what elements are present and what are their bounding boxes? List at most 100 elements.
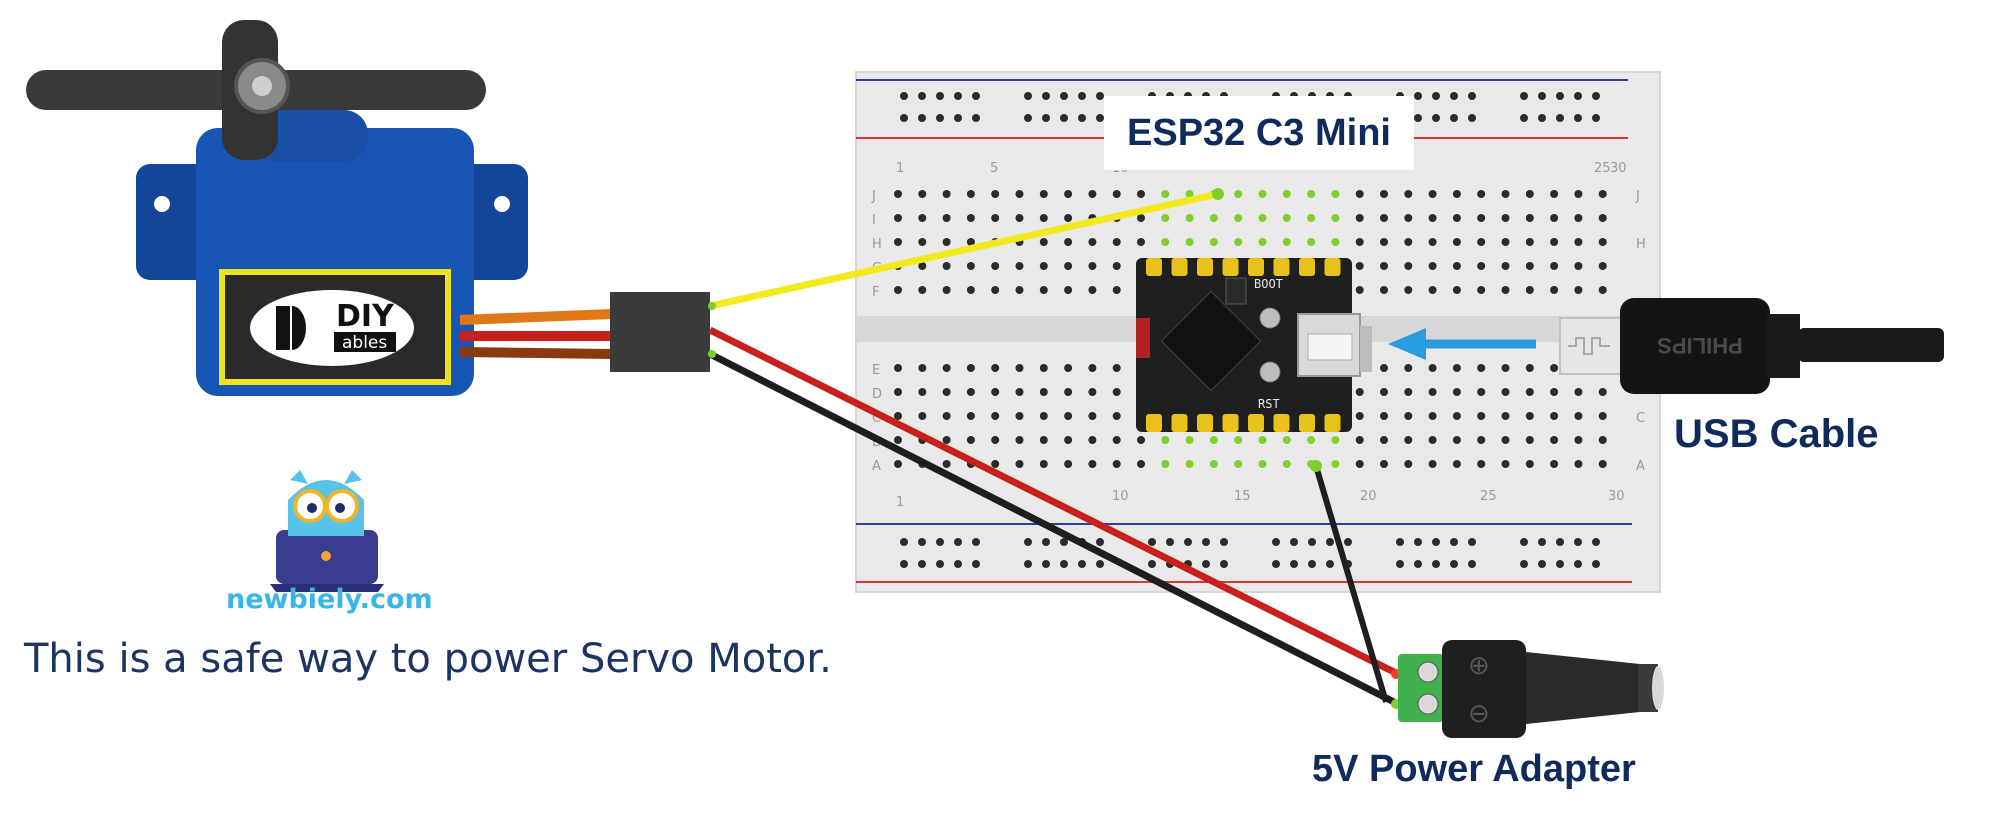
breadboard-hole [1525, 262, 1534, 270]
servo-motor: DIY ables [26, 20, 528, 396]
breadboard-hole [894, 436, 902, 444]
breadboard-hole [1234, 460, 1243, 468]
breadboard-hole [1331, 214, 1340, 222]
breadboard-hole [1592, 92, 1600, 100]
breadboard-hole [1078, 92, 1086, 100]
breadboard-hole [1355, 286, 1364, 294]
breadboard-hole [1234, 214, 1243, 222]
row-letter-j-right: J [1635, 189, 1640, 204]
breadboard-hole [1024, 560, 1032, 568]
breadboard-hole [1450, 92, 1458, 100]
breadboard-hole [1039, 238, 1048, 246]
breadboard-hole [972, 114, 980, 122]
breadboard-hole [1380, 388, 1388, 396]
breadboard-hole [1550, 364, 1559, 372]
usb-cable: PHILIPS [1559, 298, 1944, 394]
breadboard-hole [991, 388, 1000, 396]
breadboard-hole [894, 286, 902, 294]
breadboard-hole [936, 560, 944, 568]
breadboard-hole [1538, 114, 1546, 122]
usb-arrow [1388, 328, 1536, 360]
breadboard-hole [1185, 460, 1194, 468]
breadboard-hole [991, 436, 1000, 444]
breadboard-hole [1064, 262, 1073, 270]
breadboard-hole [1202, 538, 1210, 546]
board-pin-pad [1324, 258, 1341, 276]
row-letter-d: D [872, 387, 882, 402]
breadboard-hole [1042, 92, 1050, 100]
breadboard-hole [1477, 286, 1486, 294]
breadboard-hole [1088, 238, 1097, 246]
breadboard-hole [1414, 92, 1422, 100]
breadboard-hole [1452, 460, 1461, 468]
breadboard-hole [1078, 114, 1086, 122]
servo-brand-diy: DIY [336, 299, 395, 334]
breadboard-hole [1598, 436, 1607, 444]
breadboard-hole [1272, 538, 1280, 546]
breadboard-hole [966, 238, 975, 246]
breadboard-hole [1428, 262, 1437, 270]
breadboard-hole [942, 286, 951, 294]
breadboard-hole [991, 412, 1000, 420]
breadboard-hole [1137, 436, 1145, 444]
breadboard-hole [1452, 412, 1461, 420]
site-name: newbiely.com [226, 584, 433, 615]
breadboard-hole [1574, 560, 1582, 568]
breadboard-hole [1477, 262, 1486, 270]
breadboard-hole [972, 538, 980, 546]
breadboard-hole [1234, 238, 1243, 246]
breadboard-hole [1355, 412, 1364, 420]
col-number-30: 30 [1610, 161, 1627, 176]
breadboard-hole [1039, 286, 1048, 294]
breadboard-hole [1501, 238, 1510, 246]
servo-leads [459, 292, 710, 372]
breadboard-hole [1538, 538, 1546, 546]
breadboard-hole [1380, 214, 1388, 222]
breadboard-hole [1432, 560, 1440, 568]
breadboard-hole [1477, 460, 1486, 468]
breadboard-hole [1282, 214, 1291, 222]
breadboard-hole [1414, 114, 1422, 122]
adapter-plus-mark: ⊕ [1468, 651, 1490, 681]
breadboard-hole [1088, 286, 1097, 294]
breadboard-hole [1161, 190, 1170, 198]
breadboard-hole [1404, 286, 1413, 294]
breadboard-hole [1060, 92, 1068, 100]
breadboard-hole [1598, 460, 1607, 468]
breadboard-hole [1096, 114, 1104, 122]
breadboard-hole [1096, 538, 1104, 546]
col-number-1-bottom: 1 [896, 495, 904, 510]
power-wire [708, 326, 1400, 678]
breadboard-hole [1574, 460, 1583, 468]
breadboard-hole [1015, 436, 1024, 444]
cable-brand-mark: PHILIPS [1657, 333, 1743, 358]
breadboard-hole [991, 190, 1000, 198]
breadboard-hole [1331, 190, 1340, 198]
breadboard-hole [936, 114, 944, 122]
board-pin-pad [1273, 258, 1290, 276]
breadboard-hole [894, 364, 902, 372]
breadboard-hole [1428, 238, 1437, 246]
breadboard-hole [1258, 238, 1267, 246]
breadboard-hole [1525, 190, 1534, 198]
breadboard-hole [1064, 190, 1073, 198]
breadboard-hole [1096, 92, 1104, 100]
breadboard-hole [1064, 238, 1073, 246]
breadboard-hole [1064, 388, 1073, 396]
breadboard-hole [942, 460, 951, 468]
breadboard-hole [991, 214, 1000, 222]
breadboard-hole [1450, 114, 1458, 122]
breadboard-hole [1282, 190, 1291, 198]
breadboard-hole [1161, 460, 1170, 468]
breadboard-hole [1258, 460, 1267, 468]
row-letter-i: I [872, 213, 876, 228]
breadboard-hole [1520, 114, 1528, 122]
breadboard-hole [1161, 436, 1170, 444]
breadboard-hole [1556, 92, 1564, 100]
breadboard-hole [1452, 436, 1461, 444]
breadboard-hole [942, 190, 951, 198]
breadboard-hole [1112, 436, 1121, 444]
breadboard-hole [1468, 538, 1476, 546]
breadboard-hole [1598, 262, 1607, 270]
board-pin-pad [1222, 258, 1239, 276]
